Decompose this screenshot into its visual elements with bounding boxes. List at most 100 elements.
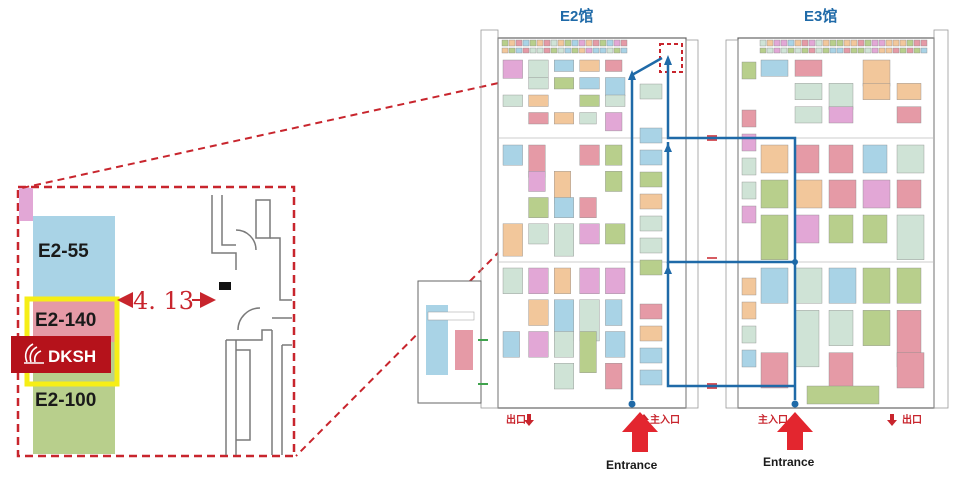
- booth[interactable]: [502, 223, 523, 257]
- booth[interactable]: [896, 352, 925, 389]
- booth[interactable]: [613, 47, 621, 54]
- booth[interactable]: [766, 47, 774, 54]
- booth[interactable]: [528, 331, 549, 358]
- booth[interactable]: [639, 127, 663, 144]
- booth[interactable]: [564, 39, 572, 47]
- booth[interactable]: [760, 267, 789, 304]
- booth[interactable]: [536, 47, 544, 54]
- booth[interactable]: [885, 39, 893, 47]
- booth[interactable]: [896, 83, 922, 100]
- booth[interactable]: [554, 363, 575, 390]
- booth[interactable]: [794, 83, 823, 100]
- booth[interactable]: [550, 47, 558, 54]
- booth[interactable]: [815, 39, 823, 47]
- booth[interactable]: [920, 39, 928, 47]
- booth[interactable]: [599, 39, 607, 47]
- booth[interactable]: [606, 39, 614, 47]
- booth[interactable]: [578, 39, 586, 47]
- booth[interactable]: [554, 77, 575, 90]
- booth[interactable]: [529, 47, 537, 54]
- booth[interactable]: [878, 47, 886, 54]
- booth[interactable]: [501, 39, 509, 47]
- booth[interactable]: [605, 223, 626, 245]
- booth[interactable]: [557, 47, 565, 54]
- booth[interactable]: [808, 47, 816, 54]
- booth[interactable]: [515, 39, 523, 47]
- booth[interactable]: [794, 47, 802, 54]
- booth[interactable]: [605, 267, 626, 294]
- booth[interactable]: [906, 39, 914, 47]
- booth[interactable]: [836, 47, 844, 54]
- booth[interactable]: [787, 47, 795, 54]
- booth[interactable]: [554, 59, 575, 72]
- booth[interactable]: [850, 47, 858, 54]
- booth[interactable]: [741, 301, 757, 320]
- booth[interactable]: [605, 59, 623, 72]
- booth[interactable]: [871, 39, 879, 47]
- booth[interactable]: [639, 259, 663, 276]
- booth[interactable]: [528, 267, 549, 294]
- booth[interactable]: [780, 39, 788, 47]
- booth[interactable]: [760, 179, 789, 209]
- booth[interactable]: [522, 39, 530, 47]
- booth[interactable]: [801, 47, 809, 54]
- booth[interactable]: [605, 299, 623, 326]
- booth-e2-140[interactable]: [33, 300, 115, 342]
- booth[interactable]: [862, 179, 891, 209]
- booth[interactable]: [508, 39, 516, 47]
- booth[interactable]: [741, 133, 757, 152]
- booth[interactable]: [741, 61, 757, 80]
- booth[interactable]: [639, 325, 663, 342]
- booth[interactable]: [892, 47, 900, 54]
- booth[interactable]: [760, 214, 789, 260]
- booth[interactable]: [878, 39, 886, 47]
- booth[interactable]: [639, 347, 663, 364]
- booth[interactable]: [554, 112, 575, 125]
- booth[interactable]: [620, 47, 628, 54]
- booth[interactable]: [808, 39, 816, 47]
- booth[interactable]: [862, 59, 891, 87]
- booth[interactable]: [850, 39, 858, 47]
- booth[interactable]: [822, 47, 830, 54]
- booth[interactable]: [871, 47, 879, 54]
- booth[interactable]: [501, 47, 509, 54]
- booth[interactable]: [741, 277, 757, 296]
- booth[interactable]: [613, 39, 621, 47]
- booth[interactable]: [522, 47, 530, 54]
- booth-e2-55[interactable]: [33, 216, 115, 300]
- booth[interactable]: [794, 106, 823, 124]
- booth[interactable]: [557, 39, 565, 47]
- booth[interactable]: [822, 39, 830, 47]
- booth[interactable]: [639, 149, 663, 166]
- booth[interactable]: [592, 47, 600, 54]
- booth[interactable]: [579, 331, 597, 373]
- booth[interactable]: [741, 205, 757, 224]
- booth[interactable]: [579, 144, 600, 166]
- booth[interactable]: [579, 77, 600, 90]
- booth[interactable]: [899, 47, 907, 54]
- booth[interactable]: [554, 331, 575, 358]
- booth[interactable]: [536, 39, 544, 47]
- booth[interactable]: [896, 267, 922, 304]
- booth[interactable]: [896, 144, 925, 174]
- booth[interactable]: [773, 39, 781, 47]
- booth[interactable]: [794, 144, 820, 174]
- booth[interactable]: [896, 179, 922, 209]
- booth[interactable]: [578, 47, 586, 54]
- booth[interactable]: [529, 39, 537, 47]
- booth[interactable]: [605, 112, 623, 132]
- booth[interactable]: [794, 214, 820, 244]
- booth[interactable]: [639, 193, 663, 210]
- booth[interactable]: [906, 47, 914, 54]
- booth[interactable]: [528, 171, 546, 192]
- booth[interactable]: [773, 47, 781, 54]
- booth[interactable]: [528, 112, 549, 125]
- booth[interactable]: [913, 47, 921, 54]
- booth[interactable]: [794, 39, 802, 47]
- booth[interactable]: [605, 144, 623, 166]
- booth[interactable]: [760, 59, 789, 77]
- booth[interactable]: [794, 310, 820, 368]
- booth[interactable]: [760, 144, 789, 174]
- booth[interactable]: [862, 83, 891, 100]
- booth[interactable]: [829, 47, 837, 54]
